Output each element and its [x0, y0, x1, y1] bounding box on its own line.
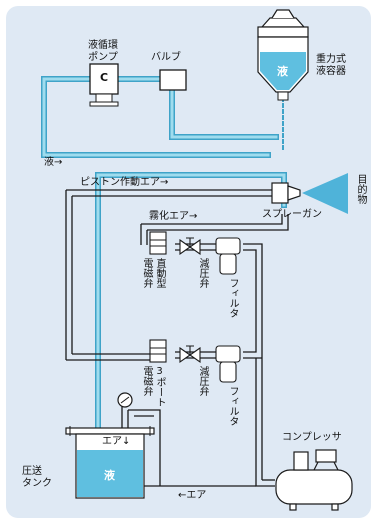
- valve-label: バルブ: [151, 52, 181, 63]
- atomizing-air-label: 霧化エア→: [149, 211, 198, 222]
- compressor-symbol: [275, 449, 353, 511]
- upper-valve-set: [149, 231, 241, 275]
- pressure-gauge: [117, 392, 133, 408]
- upper-filter-label: フィルタ: [227, 278, 238, 318]
- piston-air-label: ピストン作動エア→: [80, 177, 169, 188]
- pump-symbol-letter: C: [99, 71, 109, 84]
- air-return-label: ←エア: [178, 490, 207, 501]
- upper-reducing-valve-label: 減圧弁: [197, 258, 208, 288]
- tank-liquid-label: 液: [104, 469, 115, 482]
- pressure-tank-label: 圧送 タンク: [22, 466, 52, 489]
- pump-label: 液循環 ポンプ: [88, 40, 118, 63]
- air-pipes: [65, 189, 289, 487]
- gravity-container: [257, 9, 309, 101]
- liquid-flow-label: 液→: [44, 157, 63, 168]
- valve-box: [159, 69, 187, 91]
- lower-valve-set: [149, 339, 241, 383]
- pump-symbol: [89, 63, 119, 107]
- lower-solenoid-label-a: 電磁弁: [141, 366, 152, 396]
- gravity-container-label: 重力式 液容器: [316, 54, 346, 77]
- spray-gun: [271, 182, 301, 204]
- lower-solenoid-label-b: 3ポート: [154, 366, 165, 407]
- spray-gun-label: スプレーガン: [262, 209, 322, 220]
- lower-filter-label: フィルタ: [227, 386, 238, 426]
- lower-reducing-valve-label: 減圧弁: [197, 366, 208, 396]
- pressure-tank: [65, 426, 155, 499]
- target-label: 目的物: [355, 174, 366, 204]
- upper-solenoid-label-b: 直動型: [154, 258, 165, 288]
- upper-solenoid-label-a: 電磁弁: [141, 258, 152, 288]
- container-liquid-label: 液: [277, 65, 288, 78]
- spray-cone: [302, 173, 348, 214]
- tank-air-label: エア↓: [102, 436, 131, 447]
- compressor-label: コンプレッサ: [282, 432, 342, 443]
